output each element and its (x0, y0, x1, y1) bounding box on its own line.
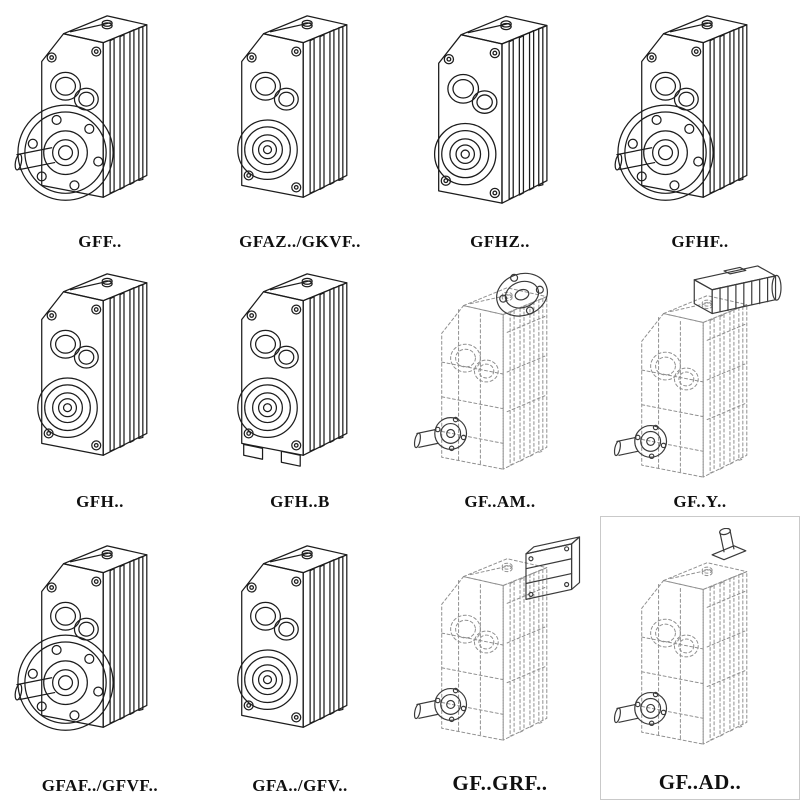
gearbox-drawing-hollow-shaft (202, 0, 398, 230)
gearbox-drawing-hollow-shaft (202, 516, 398, 774)
model-label: GFHF.. (671, 231, 729, 251)
gearbox-drawing-hollow-shaft (2, 256, 198, 490)
gearbox-drawing-flange-output (602, 0, 798, 230)
model-label: GFAF../GFVF.. (41, 775, 159, 795)
catalog-cell: GFA../GFV.. (200, 516, 400, 800)
gearbox-drawing-cover-unit (402, 516, 598, 769)
catalog-cell: GFHZ.. (400, 0, 600, 256)
model-label: GFAZ../GKVF.. (239, 231, 361, 251)
catalog-cell: GF..AD.. (600, 516, 800, 800)
catalog-cell: GF..AM.. (400, 256, 600, 516)
model-label: GF..GRF.. (452, 770, 548, 795)
model-label: GFF.. (78, 231, 122, 251)
catalog-cell: GFHF.. (600, 0, 800, 256)
gearbox-drawing-input-shaft (603, 517, 797, 768)
catalog-cell: GFAZ../GKVF.. (200, 0, 400, 256)
gearbox-drawing-motor-adapter (402, 256, 598, 490)
catalog-cell: GF..Y.. (600, 256, 800, 516)
model-label: GF..AD.. (658, 769, 742, 794)
catalog-cell: GFH..B (200, 256, 400, 516)
gearbox-drawing-mounted-motor (602, 256, 798, 490)
gearbox-drawing-hollow-shaft-foot (202, 256, 398, 490)
model-label: GF..Y.. (673, 491, 727, 511)
model-label: GFH..B (270, 491, 330, 511)
gearbox-drawing-flange-output (2, 516, 198, 774)
catalog-cell: GF..GRF.. (400, 516, 600, 800)
model-label: GFH.. (76, 491, 124, 511)
catalog-cell: GFAF../GFVF.. (0, 516, 200, 800)
gearbox-drawing-flange-output (2, 0, 198, 230)
model-label: GFA../GFV.. (252, 775, 348, 795)
catalog-cell: GFH.. (0, 256, 200, 516)
gearbox-drawing-hollow-shaft (402, 0, 598, 230)
catalog-cell: GFF.. (0, 0, 200, 256)
model-label: GFHZ.. (470, 231, 530, 251)
model-label: GF..AM.. (464, 491, 536, 511)
